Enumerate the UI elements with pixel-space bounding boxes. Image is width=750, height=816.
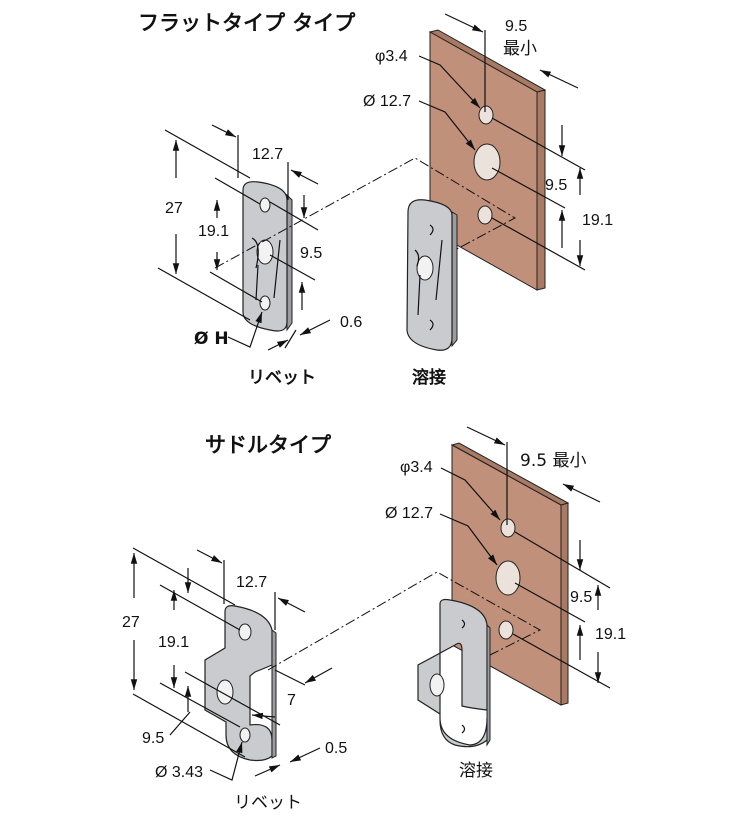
large-hole [473, 143, 501, 181]
flat-rivet-bracket [242, 181, 293, 332]
large-hole-dimension: Ø 12.7 [385, 505, 433, 522]
rivet-hole-dia: Ø H [194, 329, 229, 349]
saddle-type-section: サドルタイプ 9.5 最小 φ3.4 [122, 426, 626, 813]
saddle-plate-dimensions: 9.5 最小 φ3.4 Ø 12.7 9.5 19.1 [385, 426, 626, 689]
small-hole [478, 105, 494, 125]
large-hole-dimension: Ø 12.7 [363, 93, 411, 110]
large-hole [495, 560, 521, 596]
rivet-thickness: 0.5 [325, 740, 347, 757]
plate-min-unit: 最小 [503, 39, 537, 59]
rivet-width: 12.7 [236, 574, 267, 591]
small-hole [477, 205, 493, 225]
rivet-height: 27 [165, 200, 183, 217]
weld-label: 溶接 [412, 367, 446, 388]
saddle-rivet-bracket [204, 605, 277, 762]
small-hole-dimension: φ3.4 [400, 459, 433, 476]
weld-label: 溶接 [459, 761, 493, 781]
center-line [214, 157, 517, 269]
center-line [267, 571, 542, 671]
plate-spacing: 9.5 [570, 589, 592, 606]
rivet-hole-pitch: 19.1 [158, 634, 189, 651]
rivet-hole-pitch: 19.1 [198, 223, 229, 240]
saddle-weld-bracket [417, 598, 491, 748]
rivet-thickness: 0.6 [340, 314, 362, 331]
rivet-label: リベット [234, 793, 302, 813]
plate-min: 9.5 最小 [520, 451, 586, 471]
flat-plate-dimensions: 9.5 最小 φ3.4 Ø 12.7 9.5 19.1 [363, 13, 613, 271]
rivet-hole-dia: Ø 3.43 [155, 764, 203, 781]
saddle-rivet-dimensions: 27 12.7 19.1 7 9.5 0.5 Ø 3.43 リベ [122, 547, 493, 813]
flat-rivet-dimensions: 27 12.7 19.1 9.5 0.6 Ø H リベット 溶接 [157, 124, 446, 388]
saddle-type-title: サドルタイプ [205, 433, 332, 457]
flat-type-title: フラットタイプ タイプ [138, 11, 356, 35]
plate-total: 19.1 [595, 626, 626, 643]
small-hole [500, 518, 516, 538]
flat-type-section: フラットタイプ タイプ [138, 11, 613, 388]
rivet-center: 9.5 [142, 730, 164, 747]
plate-min-value: 9.5 [505, 18, 527, 35]
rivet-offset: 7 [287, 692, 296, 709]
plate-total: 19.1 [582, 212, 613, 229]
rivet-label: リベット [248, 368, 316, 388]
rivet-height: 27 [122, 614, 140, 631]
small-hole-dimension: φ3.4 [375, 48, 408, 65]
rivet-width: 12.7 [252, 146, 283, 163]
flat-weld-bracket [406, 199, 458, 351]
rivet-center: 9.5 [300, 245, 322, 262]
small-hole [498, 620, 514, 640]
plate-spacing: 9.5 [545, 177, 567, 194]
